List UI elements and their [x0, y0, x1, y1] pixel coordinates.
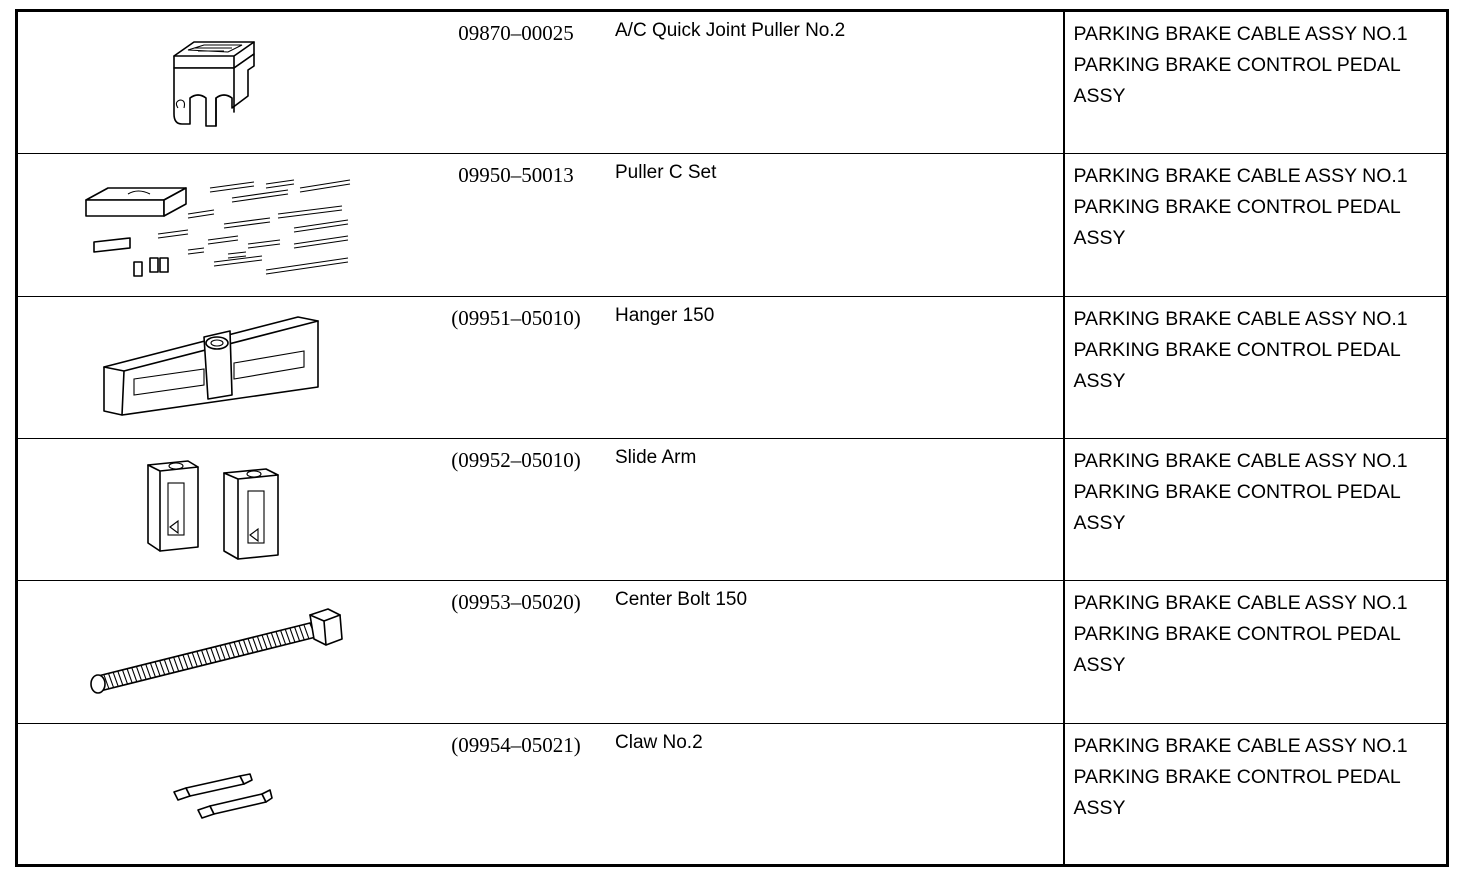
special-service-tools-table: 09870–00025 A/C Quick Joint Puller No.2 … [15, 9, 1449, 867]
claw-icon [18, 724, 418, 864]
applies-to-cell: PARKING BRAKE CABLE ASSY NO.1 PARKING BR… [1063, 437, 1448, 582]
center-bolt-icon [18, 581, 418, 721]
part-number: 09870–00025 [458, 21, 574, 45]
applies-to-line: ASSY [1073, 85, 1126, 107]
tool-cell: (09952–05010) Slide Arm [16, 437, 1065, 582]
applies-to-line: PARKING BRAKE CONTROL PEDAL [1073, 623, 1401, 646]
applies-to-line: PARKING BRAKE CABLE ASSY NO.1 [1073, 449, 1408, 472]
tool-cell: (09954–05021) Claw No.2 [16, 722, 1065, 867]
table-row: (09953–05020) Center Bolt 150 PARKING BR… [16, 580, 1448, 724]
applies-to-line: PARKING BRAKE CONTROL PEDAL [1073, 765, 1401, 788]
applies-to-line: PARKING BRAKE CABLE ASSY NO.1 [1073, 23, 1408, 45]
tool-name: Claw No.2 [615, 731, 703, 753]
applies-to-line: PARKING BRAKE CONTROL PEDAL [1073, 480, 1401, 503]
quick-joint-puller-icon [18, 12, 418, 152]
applies-to-line: PARKING BRAKE CABLE ASSY NO.1 [1073, 165, 1408, 188]
applies-to-cell: PARKING BRAKE CABLE ASSY NO.1 PARKING BR… [1063, 295, 1448, 439]
applies-to-line: ASSY [1073, 796, 1126, 819]
applies-to-line: PARKING BRAKE CABLE ASSY NO.1 [1073, 734, 1408, 757]
table-row: 09870–00025 A/C Quick Joint Puller No.2 … [16, 9, 1448, 155]
part-number: (09951–05010) [451, 305, 581, 330]
table-row: (09954–05021) Claw No.2 PARKING BRAKE CA… [16, 722, 1448, 867]
tool-cell: (09953–05020) Center Bolt 150 [16, 580, 1065, 724]
hanger-icon [18, 297, 418, 437]
tool-name: Puller C Set [615, 162, 717, 184]
puller-c-set-icon [18, 154, 418, 294]
tool-cell: 09950–50013 Puller C Set [16, 153, 1065, 297]
table-row: (09951–05010) Hanger 150 PARKING BRAKE C… [16, 295, 1448, 439]
tool-cell: (09951–05010) Hanger 150 [16, 295, 1065, 439]
table-row: (09952–05010) Slide Arm PARKING BRAKE CA… [16, 437, 1448, 582]
applies-to-line: PARKING BRAKE CABLE ASSY NO.1 [1073, 592, 1408, 615]
tool-cell: 09870–00025 A/C Quick Joint Puller No.2 [16, 9, 1065, 155]
applies-to-cell: PARKING BRAKE CABLE ASSY NO.1 PARKING BR… [1063, 9, 1448, 155]
applies-to-line: ASSY [1073, 511, 1126, 534]
table-row: 09950–50013 Puller C Set PARKING BRAKE C… [16, 153, 1448, 297]
tool-name: Hanger 150 [615, 304, 715, 326]
applies-to-line: ASSY [1073, 654, 1126, 677]
applies-to-line: PARKING BRAKE CONTROL PEDAL [1073, 54, 1401, 76]
applies-to-line: ASSY [1073, 227, 1126, 250]
applies-to-line: PARKING BRAKE CONTROL PEDAL [1073, 338, 1401, 361]
tool-name: Slide Arm [615, 446, 697, 468]
applies-to-cell: PARKING BRAKE CABLE ASSY NO.1 PARKING BR… [1063, 153, 1448, 297]
applies-to-cell: PARKING BRAKE CABLE ASSY NO.1 PARKING BR… [1063, 722, 1448, 867]
tool-name: A/C Quick Joint Puller No.2 [615, 20, 846, 41]
slide-arm-icon [18, 439, 418, 579]
part-number: (09954–05021) [451, 732, 581, 757]
part-number: (09953–05020) [451, 590, 581, 615]
applies-to-line: ASSY [1073, 369, 1126, 392]
part-number: 09950–50013 [458, 163, 574, 188]
applies-to-line: PARKING BRAKE CABLE ASSY NO.1 [1073, 307, 1408, 330]
tool-name: Center Bolt 150 [615, 589, 748, 611]
applies-to-line: PARKING BRAKE CONTROL PEDAL [1073, 196, 1401, 219]
part-number: (09952–05010) [451, 447, 581, 472]
applies-to-cell: PARKING BRAKE CABLE ASSY NO.1 PARKING BR… [1063, 580, 1448, 724]
